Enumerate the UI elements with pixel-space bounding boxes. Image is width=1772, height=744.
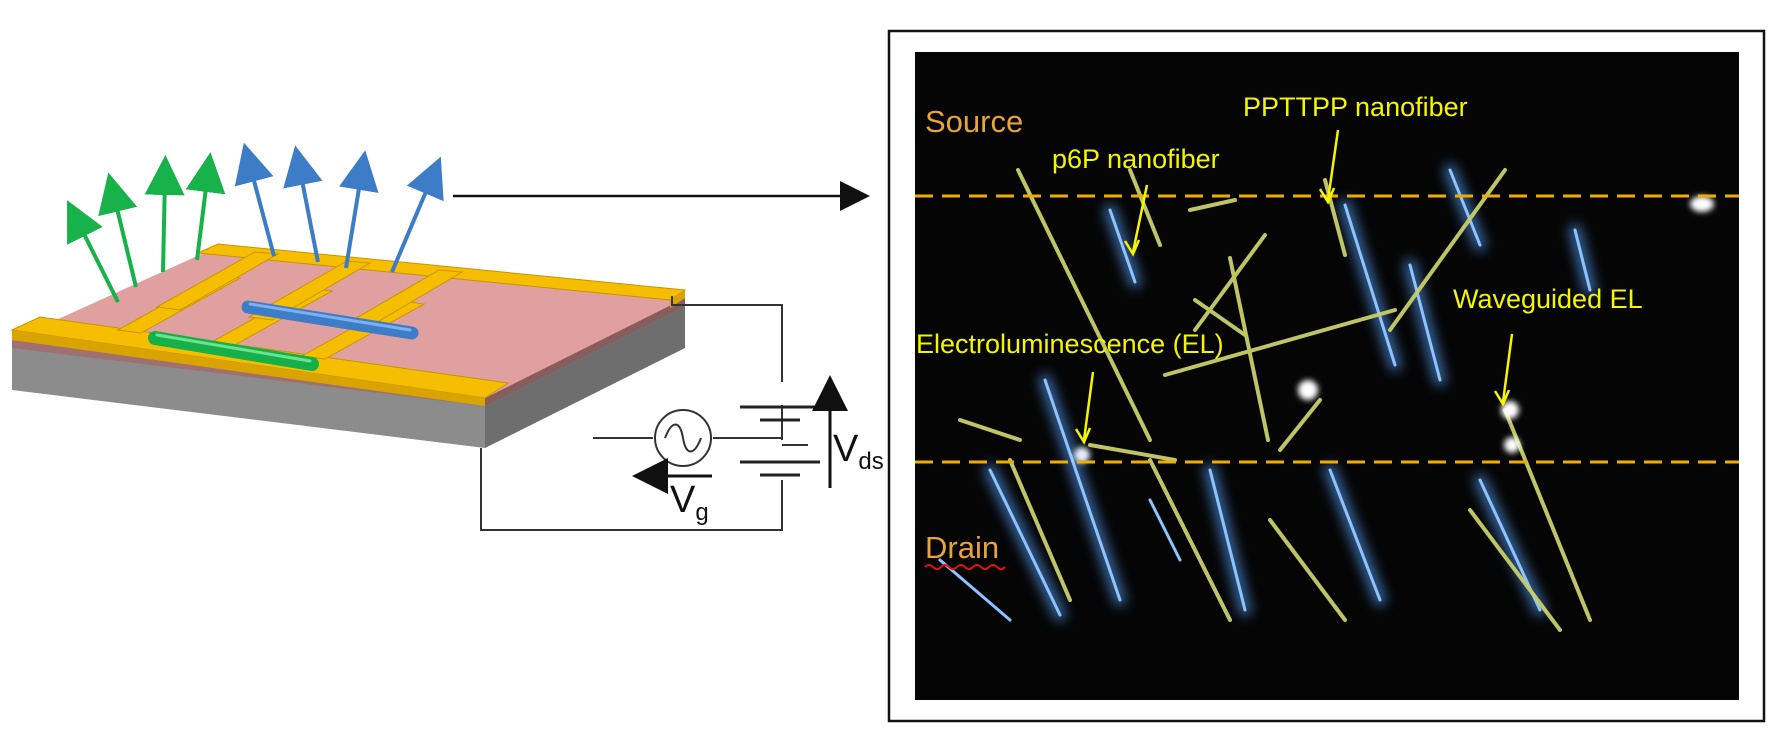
blue-emission-arrows bbox=[234, 142, 444, 273]
ac-sine-icon bbox=[664, 423, 702, 453]
vg-label: Vg bbox=[670, 479, 709, 526]
battery bbox=[740, 405, 820, 477]
micrograph-image bbox=[915, 52, 1739, 700]
spellcheck-underline bbox=[924, 564, 1006, 570]
device-schematic: Vds Vg bbox=[10, 142, 884, 531]
blue-nanofiber bbox=[241, 300, 419, 340]
drain-label: Drain bbox=[925, 530, 999, 565]
label-pointers bbox=[1074, 129, 1514, 445]
ppttpp-fibers bbox=[958, 168, 1592, 632]
drain-bus-side bbox=[670, 290, 685, 308]
el-label: Electroluminescence (EL) bbox=[916, 329, 1224, 359]
vds-label: Vds bbox=[833, 428, 884, 475]
source-label: Source bbox=[925, 104, 1023, 139]
substrate-side bbox=[485, 298, 685, 448]
dielectric-layer-side bbox=[485, 298, 685, 406]
p6p-nanofiber-label: p6P nanofiber bbox=[1052, 144, 1220, 174]
green-emission-arrows bbox=[67, 152, 226, 303]
waveguided-el-label: Waveguided EL bbox=[1453, 284, 1643, 314]
ppttpp-nanofiber-label: PPTTPP nanofiber bbox=[1243, 92, 1468, 122]
el-spots bbox=[1074, 196, 1714, 463]
substrate-front bbox=[12, 340, 485, 448]
source-bus-front bbox=[12, 330, 485, 406]
green-nanofiber bbox=[148, 331, 319, 371]
drain-finger bbox=[155, 251, 280, 311]
micrograph-panel: Source Drain p6P nanofiber PPTTPP nanofi… bbox=[887, 29, 1766, 723]
drain-finger bbox=[247, 260, 372, 321]
circuit-wires bbox=[480, 296, 808, 531]
blue-nanofiber-highlight bbox=[248, 302, 412, 332]
green-nanofiber-highlight bbox=[155, 333, 312, 363]
